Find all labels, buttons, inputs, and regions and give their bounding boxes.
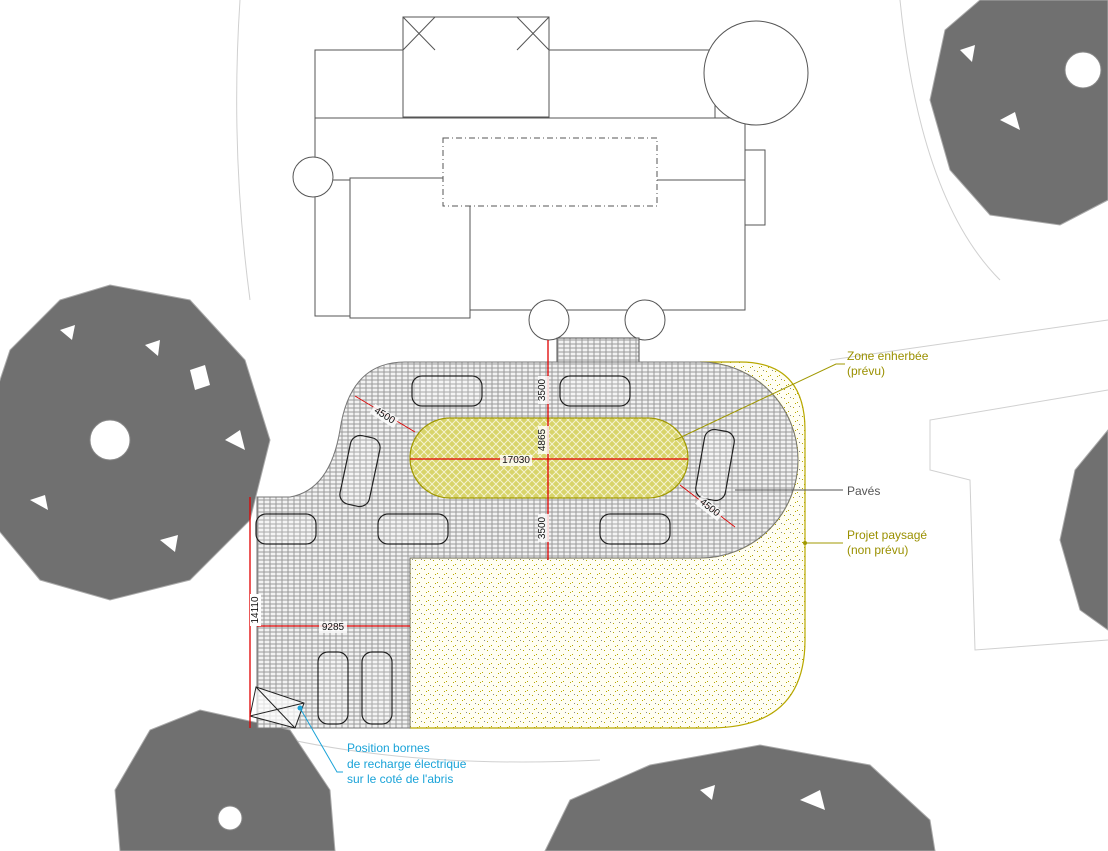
- dim-lane-bottom: 3500: [537, 516, 548, 539]
- leader-lines: [297, 363, 845, 773]
- label-projet-paysage-2: (non prévu): [847, 543, 908, 557]
- existing-building: [292, 16, 809, 363]
- car: [377, 513, 449, 545]
- dim-island-length: 17030: [502, 455, 530, 466]
- tree-top-right: [929, 0, 1108, 226]
- car: [317, 651, 349, 725]
- car: [559, 375, 631, 407]
- label-bornes-2: de recharge électrique: [347, 757, 467, 771]
- tree-bottom-left: [114, 709, 336, 851]
- tree-left: [0, 284, 271, 601]
- grass-island: [409, 417, 689, 499]
- dim-lane-top: 3500: [537, 378, 548, 401]
- label-bornes-3: sur le coté de l'abris: [347, 772, 453, 786]
- label-projet-paysage-1: Projet paysagé: [847, 528, 927, 542]
- dim-parking-width: 9285: [322, 622, 345, 633]
- dim-parking-depth: 14110: [250, 596, 261, 624]
- car: [411, 375, 483, 407]
- charging-shelter: [249, 686, 305, 729]
- label-paves: Pavés: [847, 484, 880, 498]
- label-bornes-1: Position bornes: [347, 741, 430, 755]
- car: [361, 651, 393, 725]
- tree-bottom-mid: [544, 744, 936, 851]
- car: [695, 428, 735, 502]
- legend-labels: Zone enherbée (prévu) Pavés Projet paysa…: [347, 349, 929, 786]
- cars: [255, 375, 735, 725]
- dim-island-width: 4865: [537, 428, 548, 451]
- car: [255, 513, 317, 545]
- car: [599, 513, 671, 545]
- car: [339, 434, 381, 508]
- tree-right: [1059, 429, 1108, 631]
- label-zone-enherbee-2: (prévu): [847, 364, 885, 378]
- label-zone-enherbee-1: Zone enherbée: [847, 349, 929, 363]
